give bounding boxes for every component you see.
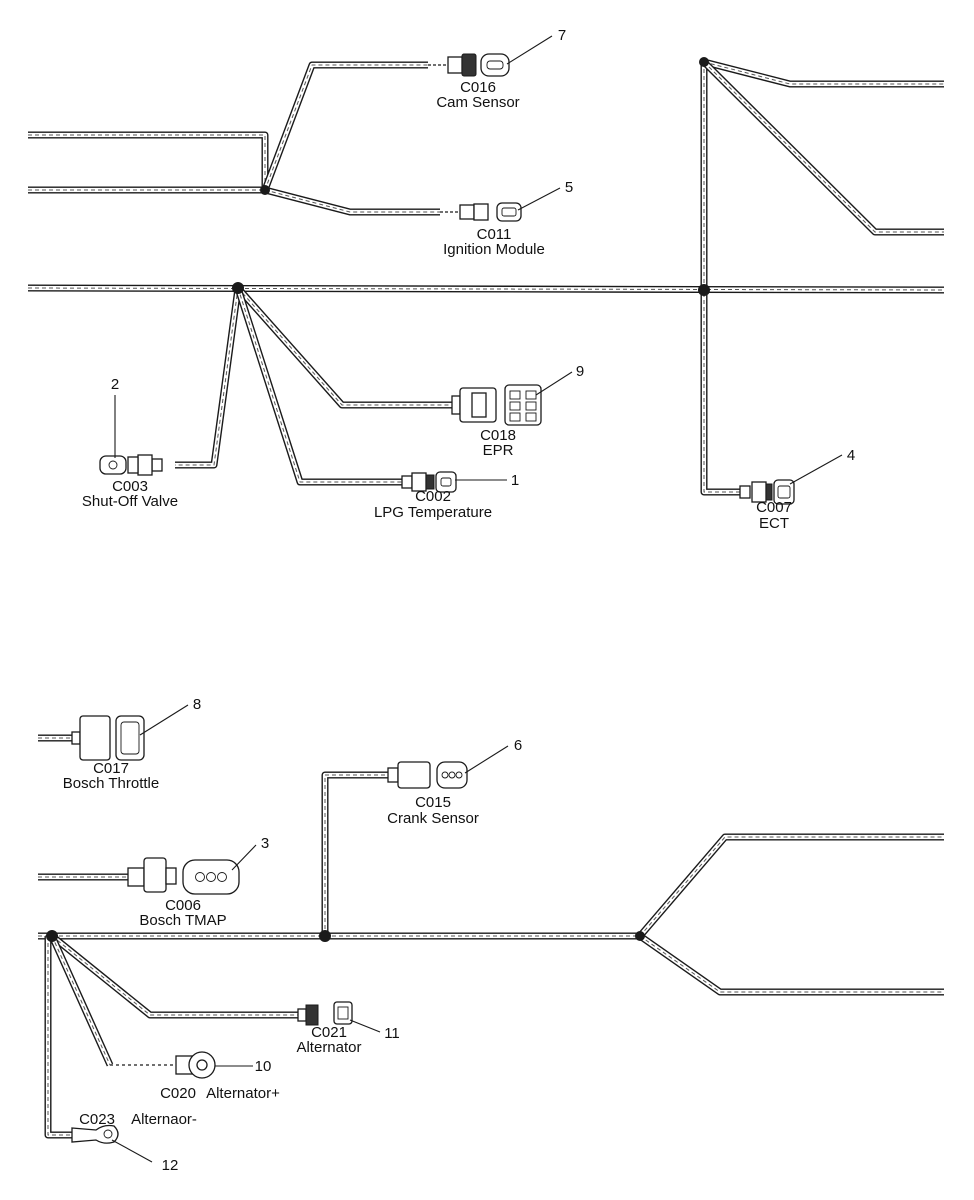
callout-number-4: 4	[847, 447, 855, 464]
callout-number-6: 6	[514, 737, 522, 754]
alternator-minus-terminal	[71, 1124, 119, 1144]
connector-code-c011: C011	[477, 226, 512, 243]
lpg-temperature-connector	[401, 471, 457, 493]
connector-name-alternator-plus: Alternator+	[206, 1085, 280, 1102]
callout-leaders	[111, 35, 843, 1163]
connector-name-shut-off-valve: Shut-Off Valve	[82, 493, 178, 510]
callout-number-10: 10	[255, 1058, 272, 1075]
connector-code-c016: C016	[460, 79, 496, 96]
connector-code-c021: C021	[311, 1024, 347, 1041]
callout-number-5: 5	[565, 179, 573, 196]
connector-name-bosch-tmap: Bosch TMAP	[139, 912, 226, 929]
connector-code-c007: C007	[756, 499, 792, 516]
shut-off-valve-connector	[99, 454, 163, 476]
connector-name-ignition-module: Ignition Module	[443, 241, 545, 258]
connector-code-c020: C020	[160, 1085, 196, 1102]
crank-sensor-connector	[387, 761, 468, 789]
callout-number-12: 12	[162, 1157, 179, 1174]
connector-code-c017: C017	[93, 760, 129, 777]
connector-name-bosch-throttle: Bosch Throttle	[63, 775, 159, 792]
bosch-tmap-connector	[127, 857, 240, 895]
lower-harness-wires	[38, 734, 944, 1139]
callout-number-11: 11	[384, 1025, 400, 1042]
connector-code-c018: C018	[480, 427, 516, 444]
connector-name-lpg-temperature: LPG Temperature	[374, 504, 492, 521]
connector-code-c003: C003	[112, 478, 148, 495]
callout-number-9: 9	[576, 363, 584, 380]
connector-code-c023: C023	[79, 1111, 115, 1128]
connector-name-alternator: Alternator	[296, 1039, 361, 1056]
connector-code-c002: C002	[415, 488, 451, 505]
epr-connector	[451, 384, 542, 426]
alternator-plus-terminal	[110, 1051, 216, 1079]
connector-code-c015: C015	[415, 794, 451, 811]
ignition-module-connector	[440, 202, 522, 222]
connector-name-alternator-minus: Alternaor-	[131, 1111, 197, 1128]
alternator-connector	[297, 1001, 353, 1026]
bosch-throttle-connector	[71, 715, 145, 761]
lower-harness-junctions	[46, 930, 645, 942]
callout-number-1: 1	[511, 472, 519, 489]
callout-number-2: 2	[111, 376, 119, 393]
connector-code-c006: C006	[165, 897, 201, 914]
connector-name-epr: EPR	[483, 442, 514, 459]
ect-connector	[739, 479, 795, 505]
callout-number-7: 7	[558, 27, 566, 44]
connector-name-crank-sensor: Crank Sensor	[387, 810, 479, 827]
cam-sensor-connector	[428, 53, 510, 77]
connector-name-ect: ECT	[759, 515, 789, 532]
callout-number-8: 8	[193, 696, 201, 713]
upper-harness-wires	[27, 58, 945, 496]
upper-harness-junctions	[232, 57, 710, 296]
callout-number-3: 3	[261, 835, 269, 852]
connector-name-cam-sensor: Cam Sensor	[436, 94, 519, 111]
